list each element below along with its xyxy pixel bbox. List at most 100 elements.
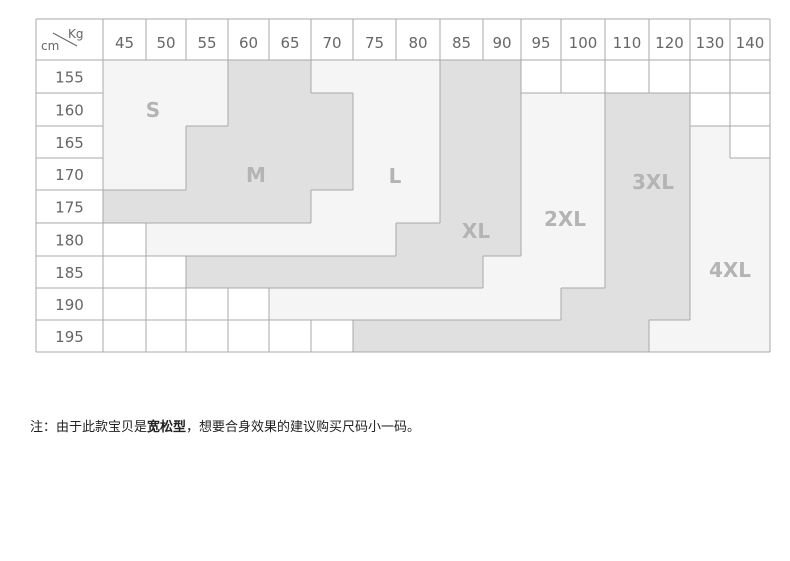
empty-cell: [730, 60, 770, 93]
size-cell-4xl: [730, 288, 770, 320]
height-label: 170: [55, 166, 84, 184]
size-cell-m: [311, 126, 353, 158]
size-cell-2xl: [561, 158, 605, 190]
size-cell-3xl: [605, 93, 649, 126]
size-cell-3xl: [561, 320, 605, 352]
size-cell-3xl: [649, 126, 690, 158]
size-cell-l: [396, 60, 440, 93]
size-cell-m: [103, 190, 146, 223]
size-cell-m: [146, 190, 186, 223]
size-cell-l: [353, 223, 396, 256]
size-cell-l: [186, 223, 228, 256]
size-cell-3xl: [605, 256, 649, 288]
size-cell-2xl: [561, 93, 605, 126]
size-cell-4xl: [690, 223, 730, 256]
size-cell-3xl: [353, 320, 396, 352]
size-cell-xl: [440, 93, 483, 126]
size-cell-2xl: [561, 190, 605, 223]
empty-cell: [228, 320, 269, 352]
size-cell-m: [269, 158, 311, 190]
weight-header: 130: [696, 34, 725, 52]
empty-cell: [146, 256, 186, 288]
size-cell-m: [269, 126, 311, 158]
size-cell-4xl: [690, 320, 730, 352]
size-cell-s: [146, 60, 186, 93]
size-cell-m: [186, 158, 228, 190]
weight-header: 65: [280, 34, 299, 52]
size-cell-xl: [353, 256, 396, 288]
weight-header: 120: [655, 34, 684, 52]
empty-cell: [103, 288, 146, 320]
empty-cell: [228, 288, 269, 320]
size-cell-4xl: [690, 158, 730, 190]
height-label: 195: [55, 328, 84, 346]
weight-header: 95: [531, 34, 550, 52]
size-cell-xl: [396, 256, 440, 288]
size-cell-l: [269, 223, 311, 256]
size-cell-xl: [483, 93, 521, 126]
size-cell-m: [228, 93, 269, 126]
size-cell-3xl: [649, 223, 690, 256]
size-cell-m: [228, 158, 269, 190]
weight-header: 75: [365, 34, 384, 52]
empty-cell: [690, 93, 730, 126]
size-label-s: S: [146, 98, 160, 122]
size-cell-m: [269, 93, 311, 126]
size-cell-4xl: [649, 320, 690, 352]
weight-header: 140: [736, 34, 765, 52]
weight-header: 100: [569, 34, 598, 52]
size-cell-4xl: [690, 190, 730, 223]
height-label: 190: [55, 296, 84, 314]
size-cell-xl: [483, 126, 521, 158]
note-bold: 宽松型: [147, 420, 187, 435]
size-cell-4xl: [730, 190, 770, 223]
empty-cell: [605, 60, 649, 93]
size-cell-s: [186, 93, 228, 126]
size-cell-m: [228, 190, 269, 223]
empty-cell: [103, 320, 146, 352]
note-prefix: 注：由于此款宝贝是: [30, 420, 148, 435]
size-cell-s: [103, 93, 146, 126]
size-label-xl: XL: [462, 219, 490, 243]
size-cell-l: [396, 158, 440, 190]
size-cell-3xl: [649, 158, 690, 190]
size-cell-2xl: [521, 93, 561, 126]
empty-cell: [311, 320, 353, 352]
size-cell-2xl: [269, 288, 311, 320]
empty-cell: [103, 256, 146, 288]
empty-cell: [186, 320, 228, 352]
size-cell-m: [311, 93, 353, 126]
size-cell-2xl: [440, 288, 483, 320]
size-cell-s: [186, 60, 228, 93]
size-cell-l: [396, 190, 440, 223]
height-label: 165: [55, 134, 84, 152]
size-cell-3xl: [649, 256, 690, 288]
size-cell-s: [146, 158, 186, 190]
weight-header: 50: [156, 34, 175, 52]
empty-cell: [561, 60, 605, 93]
size-cell-2xl: [521, 126, 561, 158]
size-cell-3xl: [605, 190, 649, 223]
size-cell-l: [353, 93, 396, 126]
size-cell-xl: [228, 256, 269, 288]
size-label-4xl: 4XL: [709, 258, 751, 282]
empty-cell: [186, 288, 228, 320]
size-cell-3xl: [605, 126, 649, 158]
size-cell-s: [103, 126, 146, 158]
empty-cell: [146, 288, 186, 320]
height-label: 175: [55, 199, 84, 217]
size-cell-3xl: [605, 320, 649, 352]
size-cell-l: [353, 126, 396, 158]
size-cell-2xl: [483, 256, 521, 288]
size-cell-2xl: [521, 288, 561, 320]
size-cell-xl: [440, 126, 483, 158]
size-cell-3xl: [483, 320, 521, 352]
size-cell-s: [146, 126, 186, 158]
weight-header: 45: [115, 34, 134, 52]
size-cell-l: [353, 190, 396, 223]
kg-unit-label: Kg: [68, 27, 84, 41]
size-label-m: M: [246, 163, 266, 187]
weight-header: 60: [239, 34, 258, 52]
height-label: 185: [55, 264, 84, 282]
